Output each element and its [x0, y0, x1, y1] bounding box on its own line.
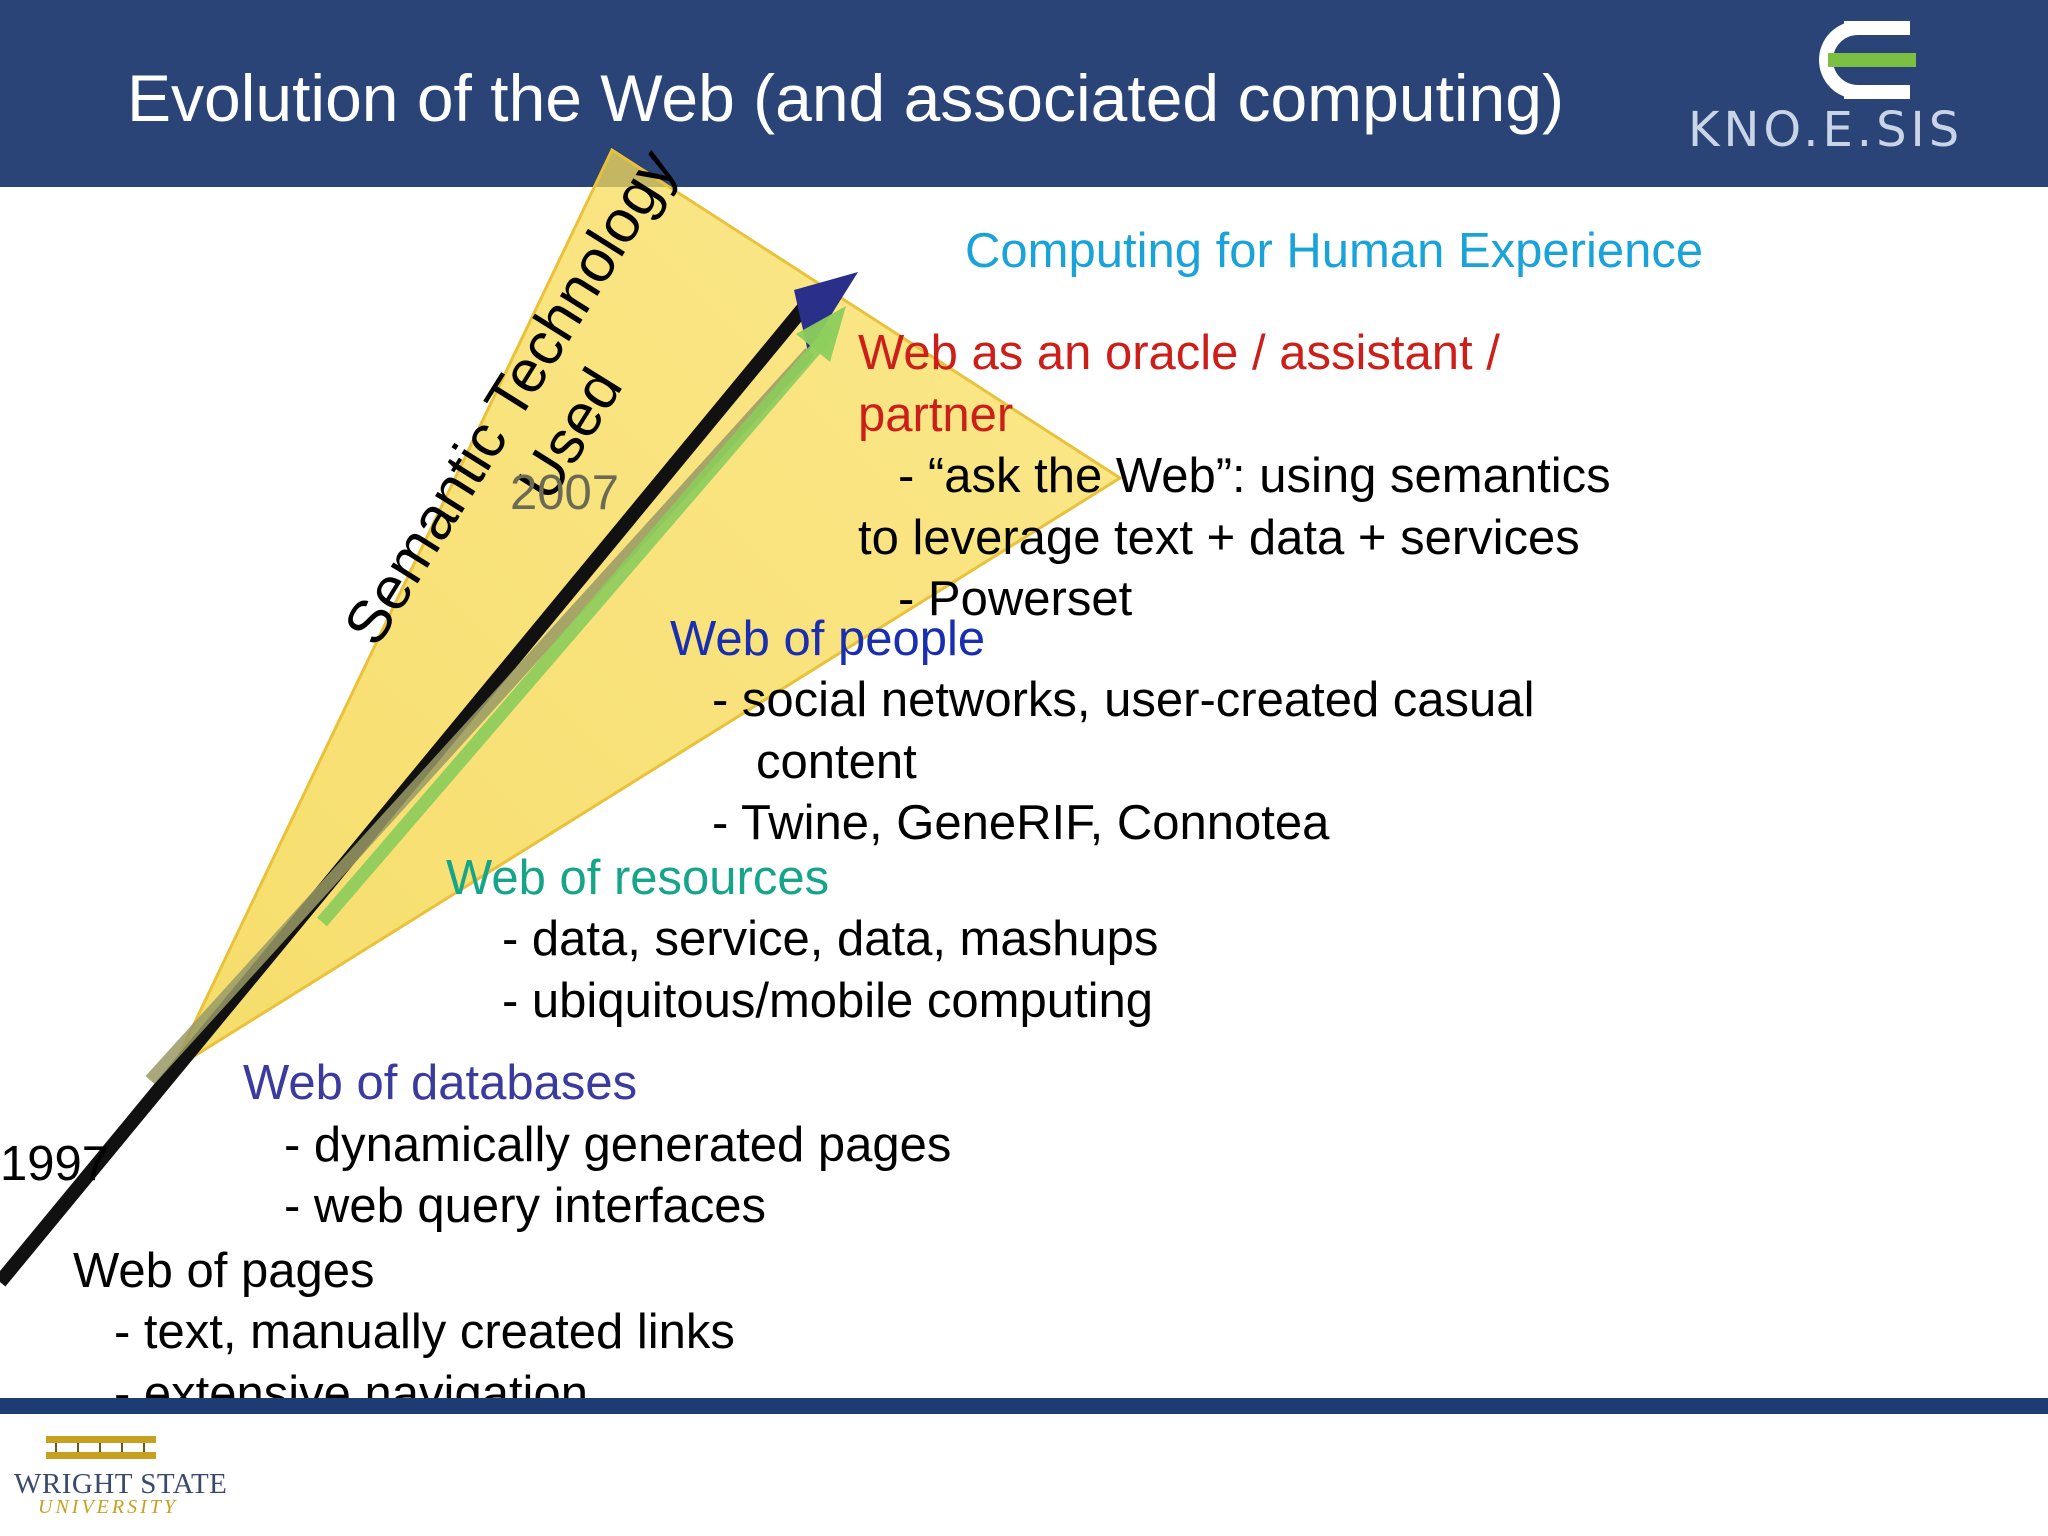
timeline-green-arrow	[317, 325, 837, 927]
evolution-diagram: Semantic Technology Used 1997 2007 Compu…	[0, 140, 2048, 1400]
wright-state-logo: WRIGHT STATE UNIVERSITY	[14, 1430, 227, 1520]
wright-state-name: WRIGHT STATE	[14, 1468, 228, 1500]
stage-pages-heading: Web of pages	[73, 1244, 375, 1298]
stage-people-heading: Web of people	[670, 612, 986, 666]
stage-people-item: - Twine, GeneRIF, Connotea	[712, 796, 1330, 850]
year-1997: 1997	[0, 1137, 110, 1191]
stage-resources-heading: Web of resources	[446, 851, 830, 905]
knoesis-logo: KNO.E.SIS	[1680, 20, 2020, 160]
stage-oracle-item: - “ask the Web”: using semantics	[898, 449, 1611, 503]
top-label: Computing for Human Experience	[965, 224, 1704, 278]
stage-people-item: content	[756, 735, 917, 789]
wright-state-sub: UNIVERSITY	[38, 1496, 178, 1518]
stage-oracle-item: - Powerset	[898, 572, 1133, 626]
stage-databases-item: - web query interfaces	[284, 1179, 767, 1233]
stage-pages-item: - extensive navigation	[114, 1367, 588, 1400]
footer-bar	[0, 1398, 2048, 1414]
wright-flyer-icon	[46, 1436, 156, 1459]
stage-resources-item: - ubiquitous/mobile computing	[502, 974, 1153, 1028]
stage-pages-item: - text, manually created links	[114, 1305, 735, 1359]
stage-databases-heading: Web of databases	[243, 1056, 638, 1110]
stage-oracle-item: to leverage text + data + services	[858, 511, 1580, 565]
stage-oracle-heading-2: partner	[858, 388, 1014, 442]
semantic-cone	[168, 147, 1123, 1075]
year-2007: 2007	[510, 466, 620, 520]
stage-oracle-heading-1: Web as an oracle / assistant /	[858, 326, 1500, 380]
knoesis-e-icon	[1819, 21, 1916, 99]
green-arrowhead-icon	[796, 306, 846, 362]
slide-header: Evolution of the Web (and associated com…	[0, 0, 2048, 187]
slide-title: Evolution of the Web (and associated com…	[127, 61, 1564, 135]
knoesis-logo-text: KNO.E.SIS	[1688, 102, 1964, 158]
cone-graphic	[0, 147, 1123, 1287]
stage-databases-item: - dynamically generated pages	[284, 1118, 952, 1172]
stage-resources-item: - data, service, data, mashups	[502, 912, 1159, 966]
stage-people-item: - social networks, user-created casual	[712, 673, 1535, 727]
